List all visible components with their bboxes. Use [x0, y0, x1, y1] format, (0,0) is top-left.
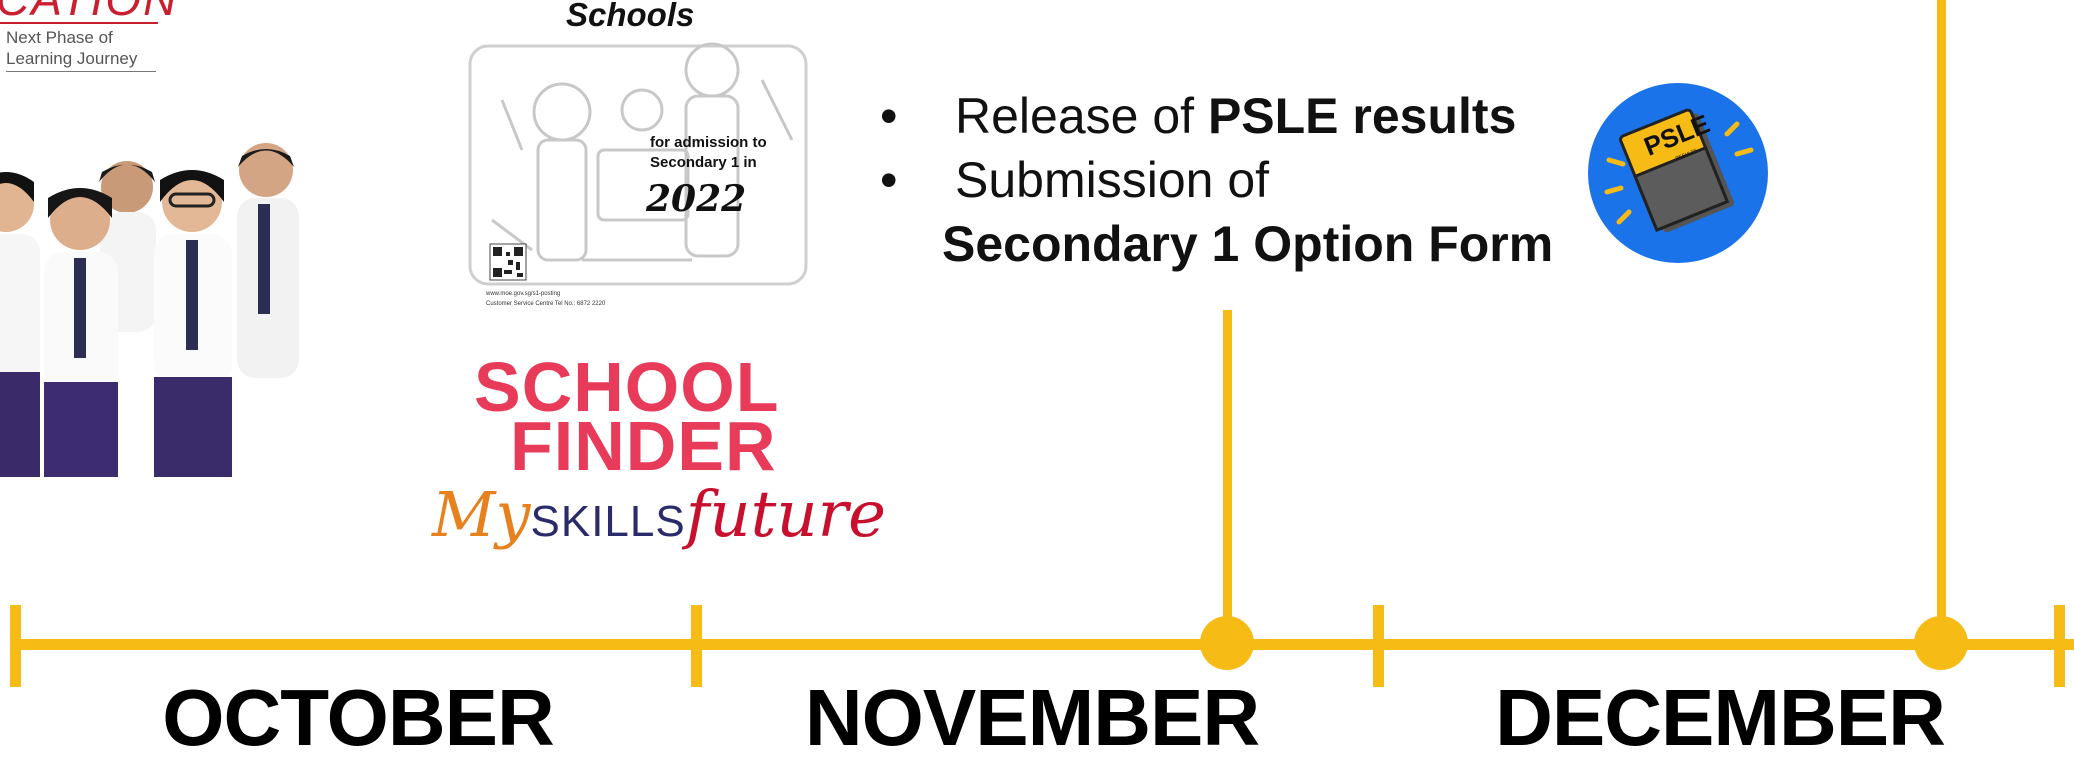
education-logo-wordmark: CATION	[0, 0, 178, 26]
education-logo-tagline-2: Learning Journey	[6, 49, 156, 72]
timeline-tick	[2054, 605, 2065, 687]
event-bullet-list: • Release of PSLE results • Submission o…	[880, 84, 1553, 276]
timeline-event-stem-november	[1223, 310, 1232, 640]
month-label-december: DECEMBER	[1495, 673, 1946, 762]
bullet-item-option-form: • Submission of	[880, 148, 1553, 212]
myskillsfuture-future: future	[685, 478, 887, 552]
qr-code-icon	[489, 243, 527, 281]
month-label-november: NOVEMBER	[804, 673, 1260, 762]
s1-posting-booklet	[462, 0, 814, 320]
bullet-item-psle-bold: PSLE results	[1207, 88, 1517, 144]
timeline-tick	[1373, 605, 1384, 687]
school-finder-logo-line1: SCHOOL	[474, 348, 780, 426]
bullet-item-psle: • Release of PSLE results	[880, 84, 1553, 148]
booklet-title: Schools	[566, 0, 695, 33]
school-finder-logo-line2: FINDER	[510, 407, 777, 485]
myskillsfuture-logo: MySKILLSfuture	[432, 478, 886, 598]
timeline-event-marker-december	[1914, 616, 1968, 670]
student-figure	[0, 172, 40, 477]
bullet-item-option-form-bold: Secondary 1 Option Form	[942, 216, 1554, 272]
bullet-item-option-form-prefix: Submission of	[955, 152, 1270, 208]
students-photo	[0, 142, 303, 477]
timeline-tick	[10, 605, 21, 687]
bullet-dot: •	[880, 152, 898, 208]
timeline-axis	[12, 639, 2074, 650]
booklet-url: www.moe.gov.sg/s1-posting	[486, 291, 561, 297]
booklet-contact: Customer Service Centre Tel No.: 6872 22…	[486, 301, 606, 307]
timeline-event-stem-december	[1937, 0, 1946, 640]
timeline-event-marker-november	[1200, 616, 1254, 670]
myskillsfuture-skills: SKILLS	[530, 497, 686, 546]
education-logo-tagline-1: Next Phase of	[6, 28, 113, 47]
myskillsfuture-my: My	[432, 478, 531, 551]
bullet-item-psle-prefix: Release of	[955, 88, 1208, 144]
booklet-admission-text: for admission to Secondary 1 in	[650, 134, 767, 171]
psle-results-icon: PSLE RESULTS	[1587, 82, 1769, 264]
bullet-dot: •	[880, 88, 898, 144]
student-figure	[154, 170, 232, 477]
education-logo-rule	[0, 22, 158, 24]
booklet-year: 2022	[646, 178, 747, 220]
student-figure	[237, 143, 299, 378]
student-figure	[44, 188, 118, 477]
month-label-october: OCTOBER	[162, 673, 555, 762]
timeline-tick	[691, 605, 702, 687]
